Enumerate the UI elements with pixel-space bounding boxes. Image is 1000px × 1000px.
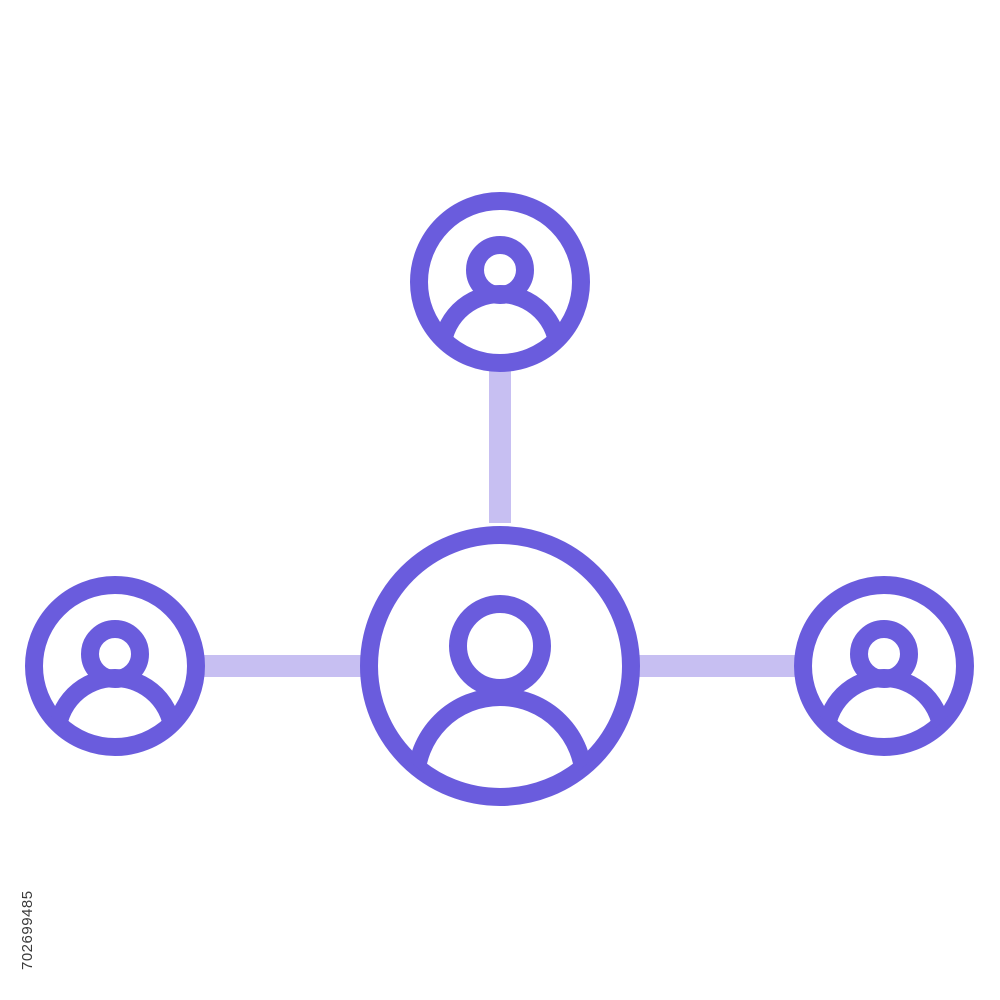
node-center xyxy=(360,526,640,806)
node-center-ring xyxy=(360,526,640,806)
node-right-ring xyxy=(794,576,974,756)
node-right xyxy=(794,576,974,756)
node-left xyxy=(25,576,205,756)
connector-center-right xyxy=(631,655,803,677)
user-icon xyxy=(817,620,951,747)
user-icon xyxy=(48,620,182,747)
connector-center-left xyxy=(196,655,369,677)
node-top-ring xyxy=(410,192,590,372)
node-left-ring xyxy=(25,576,205,756)
watermark-stock-id: 702699485 xyxy=(19,890,36,970)
connectors xyxy=(196,363,803,677)
connector-center-top xyxy=(489,363,511,523)
user-icon xyxy=(407,595,593,797)
